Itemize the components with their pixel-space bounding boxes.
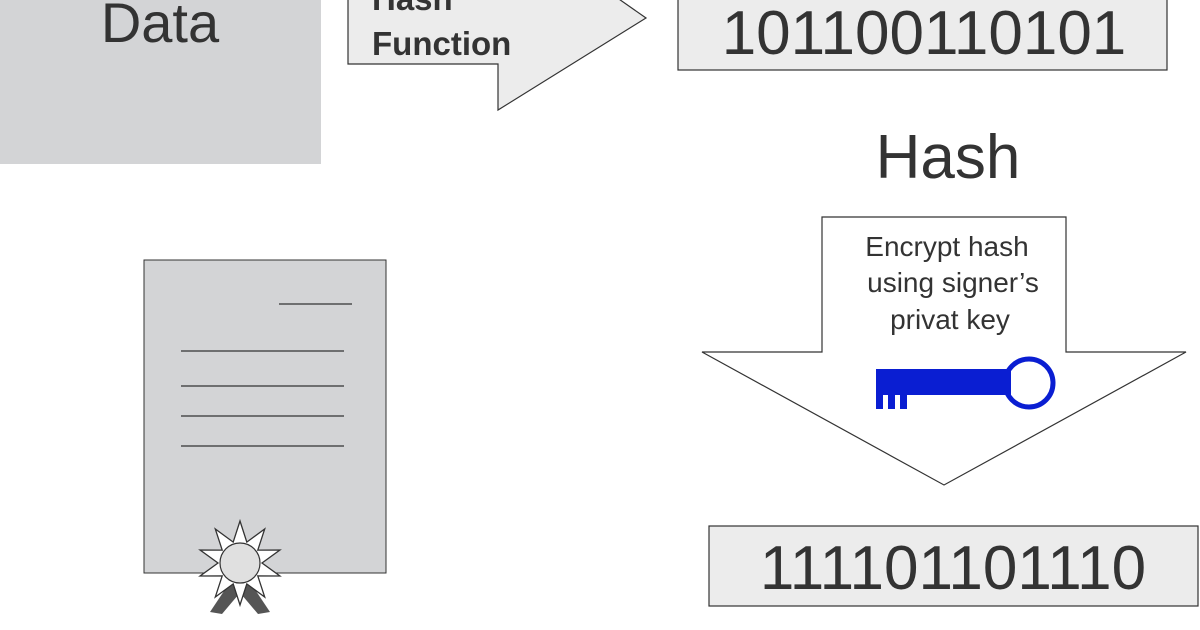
encrypt-arrow-line1: Encrypt hash (865, 231, 1028, 262)
rosette-seal-icon (198, 518, 282, 614)
encrypt-arrow-shape (701, 216, 1187, 486)
encrypt-arrow-line2: using signer’s (867, 267, 1039, 298)
data-box-shape (0, 0, 321, 164)
signature-value-box-shape (708, 525, 1199, 607)
hash-value-box-shape (677, 0, 1168, 71)
data-box: Data (0, 0, 321, 164)
hash-value-text: 101100110101 (722, 0, 1127, 68)
key-icon (876, 356, 1056, 410)
encrypt-hash-arrow: Encrypt hash using signer’s privat key (701, 216, 1187, 486)
hash-value-box: 101100110101 (677, 0, 1168, 71)
signature-value-text: 111101101110 (760, 534, 1146, 603)
hash-function-label-line1: Hash (372, 0, 453, 17)
hash-function-label-line2: Function (372, 25, 511, 62)
hash-function-arrow-shape (347, 0, 648, 112)
data-box-label: Data (101, 0, 220, 54)
encrypt-arrow-line3: privat key (890, 304, 1010, 335)
signature-value-box: 111101101110 (708, 525, 1199, 607)
hash-label: Hash (876, 123, 1021, 192)
hash-function-arrow: Hash Function (347, 0, 648, 112)
certificate-icon (143, 259, 387, 614)
